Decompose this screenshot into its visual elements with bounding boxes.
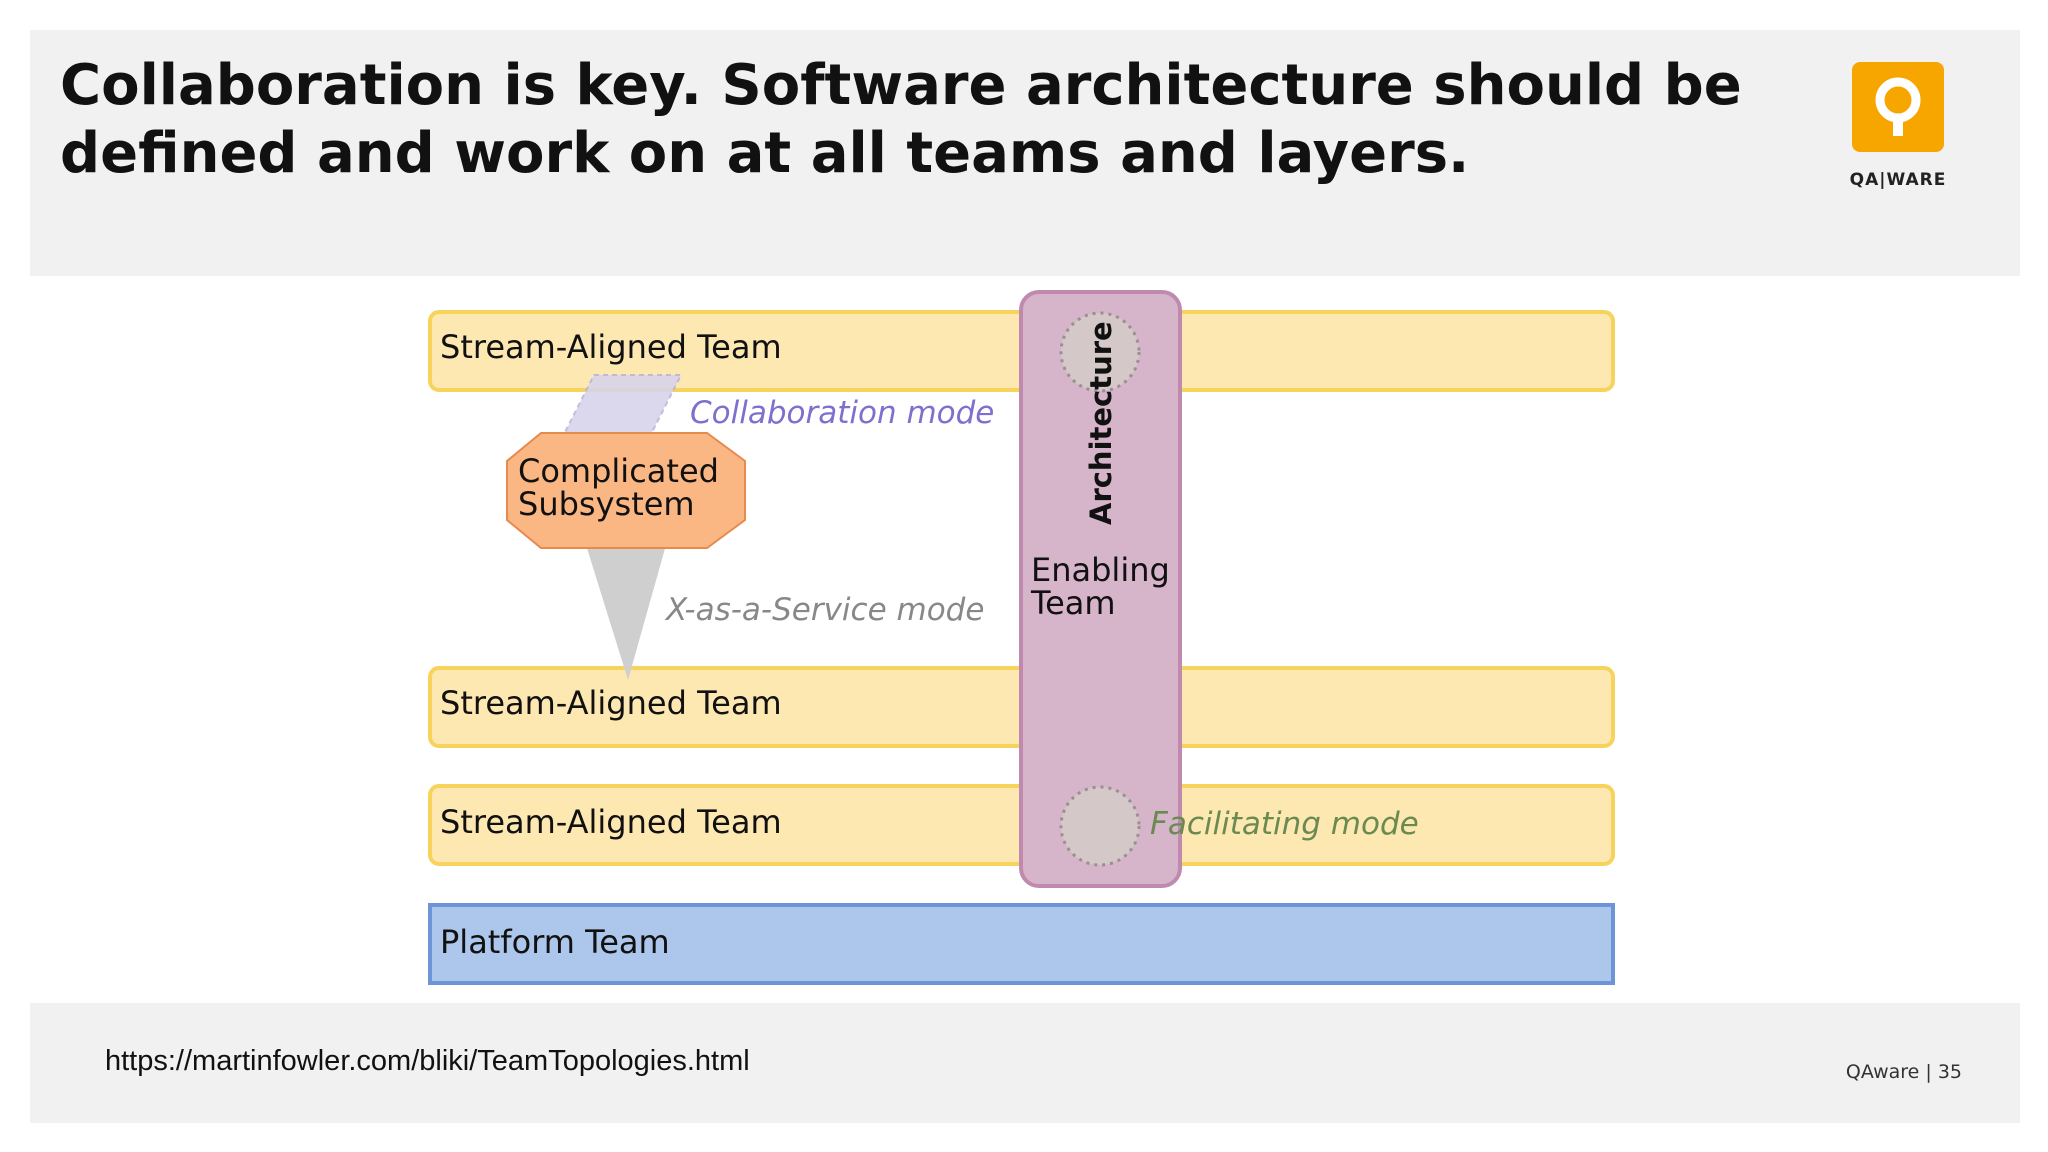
logo-icon	[1852, 62, 1944, 152]
xaas-mode-label: X-as-a-Service mode	[664, 592, 984, 628]
enabling-team-label-line2: Team	[1030, 584, 1116, 622]
stream-aligned-team-1-label: Stream-Aligned Team	[440, 328, 782, 366]
facilitating-mode-label: Facilitating mode	[1150, 806, 1419, 842]
architecture-vertical-label: Architecture	[1084, 321, 1118, 525]
logo-text: QA|WARE	[1849, 170, 1947, 190]
qaware-logo: QA|WARE	[1838, 62, 1958, 212]
facilitating-circle	[1059, 785, 1141, 867]
page-title: Collaboration is key. Software architect…	[60, 53, 1742, 186]
enabling-team-label-line1: Enabling	[1031, 551, 1170, 589]
platform-team-bar	[428, 903, 1615, 985]
stream-aligned-team-2-label: Stream-Aligned Team	[440, 684, 782, 722]
enabling-team-pill	[1019, 290, 1182, 888]
footer-band: https://martinfowler.com/bliki/TeamTopol…	[30, 1003, 2020, 1123]
header-band	[30, 30, 2020, 276]
stream-aligned-team-3-label: Stream-Aligned Team	[440, 803, 782, 841]
page-number: QAware | 35	[1845, 1061, 1962, 1083]
source-link[interactable]: https://martinfowler.com/bliki/TeamTopol…	[105, 1045, 750, 1077]
xaas-funnel-shape	[586, 545, 666, 680]
platform-team-label: Platform Team	[440, 923, 670, 961]
complicated-subsystem-label-line2: Subsystem	[518, 485, 695, 523]
collaboration-mode-label: Collaboration mode	[690, 395, 994, 431]
enabling-collaboration-circle	[1059, 311, 1141, 393]
complicated-subsystem-shape	[506, 432, 746, 549]
complicated-subsystem-label-line1: Complicated	[518, 452, 719, 490]
